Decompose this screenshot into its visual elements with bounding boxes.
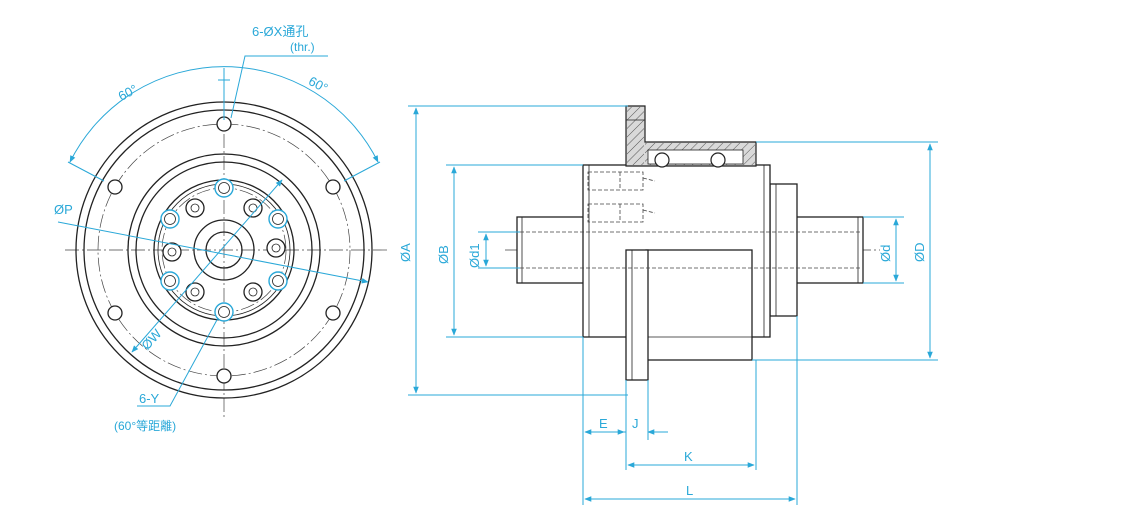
flange-hole bbox=[107, 305, 123, 321]
y-hole bbox=[160, 271, 180, 291]
b-label: ØB bbox=[436, 245, 451, 264]
right-hub bbox=[769, 183, 798, 317]
bolt-circle-p bbox=[97, 123, 351, 377]
angle-left-label: 60° bbox=[116, 81, 140, 103]
j-label: J bbox=[632, 416, 639, 431]
flange-lower bbox=[625, 249, 649, 381]
hidden-hole bbox=[587, 171, 644, 191]
side-view: ØA ØB Ød1 Ød ØD E J bbox=[398, 105, 938, 505]
cap-screw bbox=[243, 198, 263, 218]
ball bbox=[710, 152, 726, 168]
cap-screw bbox=[185, 282, 205, 302]
holes-label: 6-ØX通孔 bbox=[252, 24, 308, 39]
d-label: Ød bbox=[878, 245, 893, 262]
l-label: L bbox=[686, 483, 693, 498]
angle-right-label: 60° bbox=[306, 73, 330, 95]
right-shaft bbox=[794, 216, 864, 284]
y-note-label: (60°等距離) bbox=[114, 419, 176, 433]
flange-hole bbox=[216, 368, 232, 384]
hidden-tip bbox=[642, 209, 656, 214]
hidden-hole bbox=[587, 203, 644, 223]
flange-hole bbox=[325, 179, 341, 195]
hidden-tip bbox=[642, 177, 656, 182]
y-hole bbox=[268, 209, 288, 229]
front-view: 60° 60° 6-ØX通孔 (thr.) ØP ØW 6-Y (60°等距離) bbox=[54, 24, 390, 433]
angle-ext-line bbox=[67, 161, 105, 182]
y-hole bbox=[268, 271, 288, 291]
cap-screw bbox=[185, 198, 205, 218]
big-d-label: ØD bbox=[912, 243, 927, 263]
w-dim-line bbox=[131, 179, 283, 353]
nut-lower bbox=[645, 249, 753, 361]
p-dim-line bbox=[57, 221, 369, 284]
flange-hole bbox=[107, 179, 123, 195]
flange-holes bbox=[107, 116, 341, 384]
y-label: 6-Y bbox=[139, 391, 160, 406]
holes-thr-label: (thr.) bbox=[290, 40, 315, 54]
k-label: K bbox=[684, 449, 693, 464]
d1-label: Ød1 bbox=[467, 243, 482, 268]
section-hatch-fill bbox=[627, 107, 644, 165]
cap-screw bbox=[243, 282, 263, 302]
p-label: ØP bbox=[54, 202, 73, 217]
y-hole bbox=[214, 178, 234, 198]
y-leader bbox=[137, 317, 219, 407]
left-shaft bbox=[516, 216, 586, 284]
hole-leader bbox=[230, 55, 328, 119]
flange-hole bbox=[325, 305, 341, 321]
e-label: E bbox=[599, 416, 608, 431]
a-label: ØA bbox=[398, 243, 413, 262]
cap-screw bbox=[266, 238, 286, 258]
angle-ext-line bbox=[343, 161, 381, 182]
w-label: ØW bbox=[138, 326, 165, 353]
ball bbox=[654, 152, 670, 168]
y-hole bbox=[160, 209, 180, 229]
angle-arc bbox=[69, 66, 379, 163]
